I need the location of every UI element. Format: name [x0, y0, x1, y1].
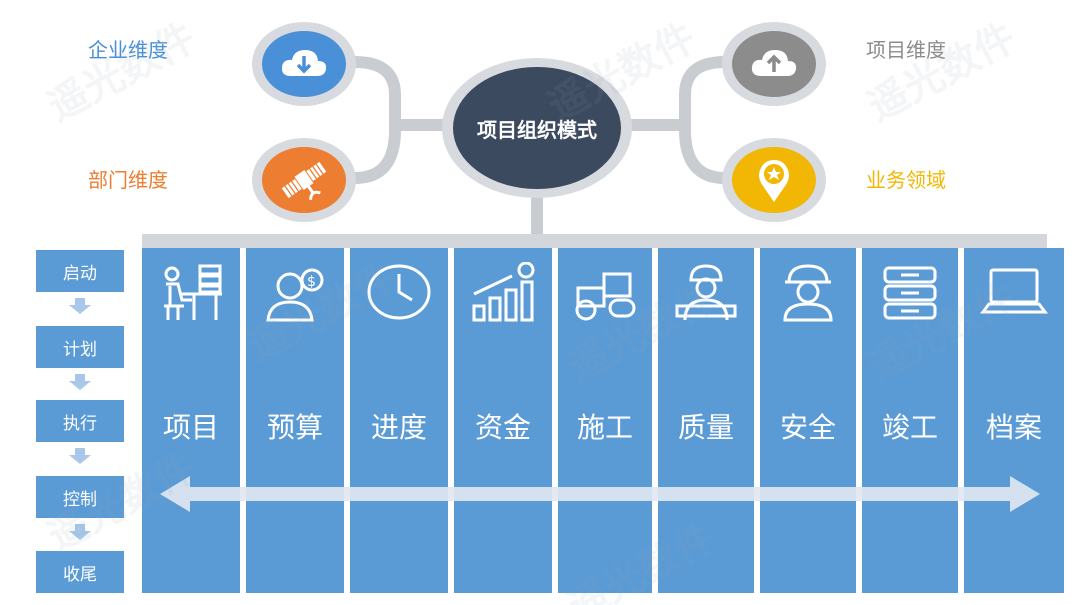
project-label: 项目维度	[866, 38, 946, 62]
clock-icon	[350, 262, 448, 322]
laptop-icon	[964, 262, 1064, 322]
enterprise-circle	[252, 22, 356, 106]
person-coin-icon: $	[246, 262, 344, 322]
location-star-icon	[732, 147, 816, 213]
phase-plan: 计划	[36, 326, 124, 368]
down-arrow-icon	[69, 448, 91, 464]
column-completion: 竣工	[862, 248, 958, 593]
double-arrow-icon	[160, 476, 1040, 512]
document-stack-icon	[862, 262, 958, 322]
column-funds: 资金	[454, 248, 552, 593]
phase-initiate: 启动	[36, 250, 124, 292]
down-arrow-icon	[69, 374, 91, 390]
column-label: 资金	[474, 411, 531, 444]
column-project: 项目	[142, 248, 240, 593]
phase-close: 收尾	[36, 551, 124, 593]
project-circle	[722, 22, 826, 106]
column-quality: 质量	[658, 248, 754, 593]
down-arrow-icon	[69, 524, 91, 540]
cloud-upload-icon	[732, 31, 816, 97]
column-label: 项目	[162, 411, 219, 444]
column-archive: 档案	[964, 248, 1064, 593]
column-schedule: 进度	[350, 248, 448, 593]
enterprise-label: 企业维度	[88, 38, 168, 62]
business-label: 业务领域	[866, 168, 946, 192]
cloud-download-icon	[262, 31, 346, 97]
column-label: 进度	[370, 411, 427, 444]
column-budget: $ 预算	[246, 248, 344, 593]
hub-circle: 项目组织模式	[442, 58, 632, 198]
column-label: 安全	[779, 411, 836, 444]
column-safety: 安全	[760, 248, 856, 593]
phase-execute: 执行	[36, 400, 124, 442]
satellite-icon	[262, 147, 346, 213]
down-arrow-icon	[69, 298, 91, 314]
desk-worker-icon	[142, 262, 240, 322]
phase-control: 控制	[36, 476, 124, 518]
hub-connectors	[349, 56, 731, 242]
column-label: 施工	[576, 411, 633, 444]
hardhat-worker-icon	[760, 262, 856, 322]
column-construction: 施工	[558, 248, 652, 593]
department-circle	[252, 138, 356, 222]
roller-icon	[558, 262, 652, 322]
horizontal-divider-bar	[142, 234, 1047, 248]
business-circle	[722, 138, 826, 222]
hub-title: 项目组织模式	[453, 67, 621, 189]
column-label: 预算	[266, 411, 323, 444]
svg-text:$: $	[307, 274, 316, 290]
column-label: 档案	[985, 411, 1042, 444]
department-label: 部门维度	[88, 168, 168, 192]
column-label: 质量	[677, 411, 734, 444]
column-label: 竣工	[881, 411, 938, 444]
growth-bars-icon	[454, 262, 552, 322]
inspector-icon	[658, 262, 754, 322]
